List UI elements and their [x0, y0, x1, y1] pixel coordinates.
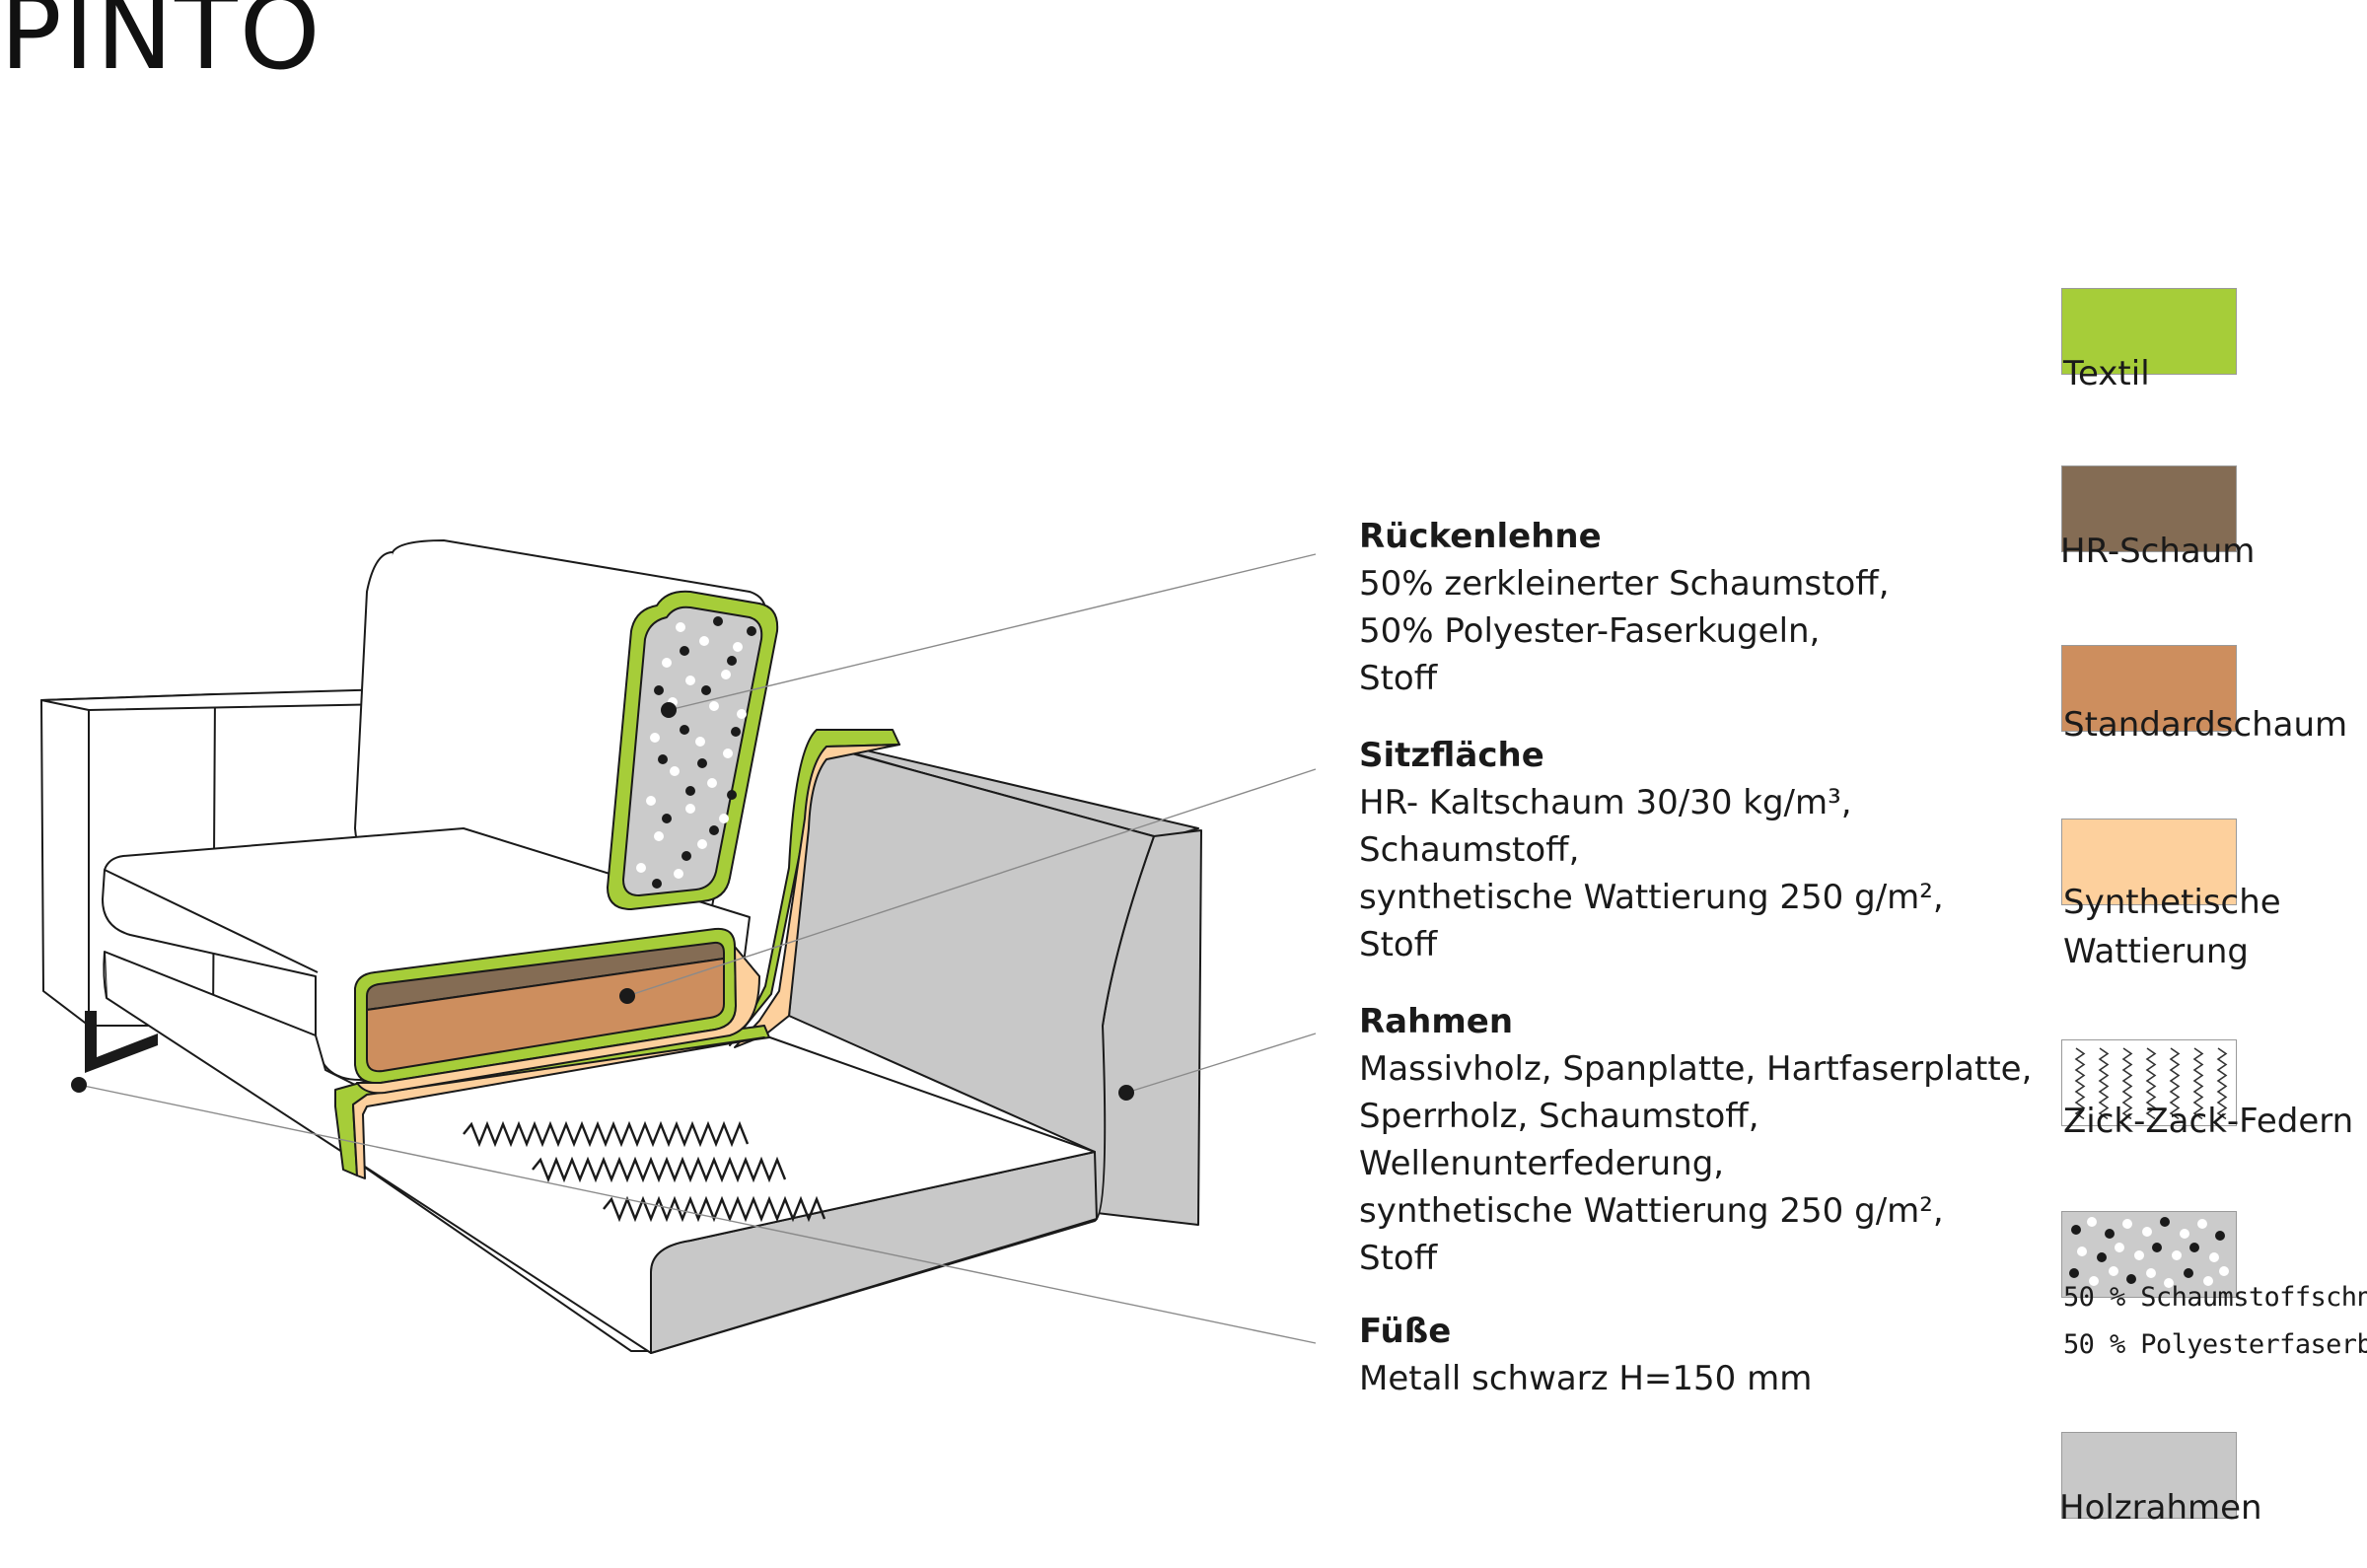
callout-line: Stoff [1359, 925, 1438, 964]
callout-heading: Sitzfläche [1359, 736, 1544, 775]
legend-label-line: 50 % Polyesterfaserbällchen [2063, 1329, 2367, 1360]
legend-swatch-hr-foam [2061, 465, 2237, 552]
legend-swatch-wood-frame [2061, 1432, 2237, 1519]
legend-label-line: Textil [2063, 354, 2150, 393]
legend-label-line: HR-Schaum [2060, 532, 2256, 571]
sofa-foot [85, 1011, 158, 1073]
legend-label-foam-chips: 50 % Schaumstoffschnipsel, 50 % Polyester… [2063, 1274, 2367, 1369]
callout-line: Schaumstoff, [1359, 830, 1580, 870]
legend-label-textile: Textil [2063, 349, 2150, 398]
zigzag-springs [463, 1120, 826, 1223]
legend-label-line: Zick-Zack-Federn [2063, 1102, 2354, 1141]
callout-line: 50% zerkleinerter Schaumstoff, [1359, 564, 1890, 604]
legend-swatch-synthetic-wadding [2061, 819, 2237, 905]
legend-label-standard-foam: Standardschaum [2063, 700, 2347, 749]
callout-line: synthetische Wattierung 250 g/m², [1359, 1191, 1944, 1231]
legend-label-line: 50 % Schaumstoffschnipsel, [2063, 1282, 2367, 1313]
legend-label-line: Holzrahmen [2059, 1488, 2262, 1528]
legend-label-hr-foam: HR-Schaum [2060, 527, 2255, 576]
dot-pattern-icon [2069, 1217, 2229, 1288]
legend-swatch-foam-chips [2061, 1211, 2237, 1298]
seat-wadding-layer [356, 946, 760, 1095]
legend-label-line: Wattierung [2063, 932, 2249, 971]
callout-line: Stoff [1359, 1239, 1438, 1278]
callout-line: Massivholz, Spanplatte, Hartfaserplatte, [1359, 1049, 2033, 1089]
callout-dots [71, 702, 1134, 1101]
legend-label-line: Synthetische [2063, 883, 2281, 922]
callout-backrest: Rückenlehne 50% zerkleinerter Schaumstoff… [1359, 513, 1890, 702]
legend-label-line: Standardschaum [2063, 705, 2348, 745]
callout-line: synthetische Wattierung 250 g/m², [1359, 878, 1944, 917]
callout-line: Wellenunterfederung, [1359, 1144, 1725, 1183]
callout-heading: Rahmen [1359, 1002, 1514, 1041]
legend-swatch-zigzag-springs [2061, 1039, 2237, 1126]
callout-heading: Füße [1359, 1312, 1452, 1351]
spring-deck [344, 1034, 1096, 1354]
callout-line: HR- Kaltschaum 30/30 kg/m³, [1359, 783, 1852, 822]
legend-label-wood-frame: Holzrahmen [2059, 1483, 2262, 1532]
callout-heading: Rückenlehne [1359, 517, 1602, 556]
callout-line: Stoff [1359, 659, 1438, 698]
legend-label-zigzag-springs: Zick-Zack-Federn [2063, 1097, 2353, 1146]
leader-lines [78, 553, 1317, 1344]
back-fill-dots-dark [652, 616, 756, 889]
callout-line: Metall schwarz H=150 mm [1359, 1359, 1813, 1398]
seat-standard-foam-layer [366, 958, 725, 1073]
callout-line: Sperrholz, Schaumstoff, [1359, 1097, 1759, 1136]
seat-hr-foam-layer [366, 941, 725, 1011]
sofa-cutaway-diagram [40, 539, 1317, 1354]
product-title: PINTO [0, 0, 323, 93]
legend-swatch-textile [2061, 288, 2237, 375]
callout-line: 50% Polyester-Faserkugeln, [1359, 611, 1821, 651]
back-fill-dots [636, 622, 747, 879]
zigzag-pattern-icon [2074, 1047, 2228, 1120]
legend-swatch-standard-foam [2061, 645, 2237, 732]
